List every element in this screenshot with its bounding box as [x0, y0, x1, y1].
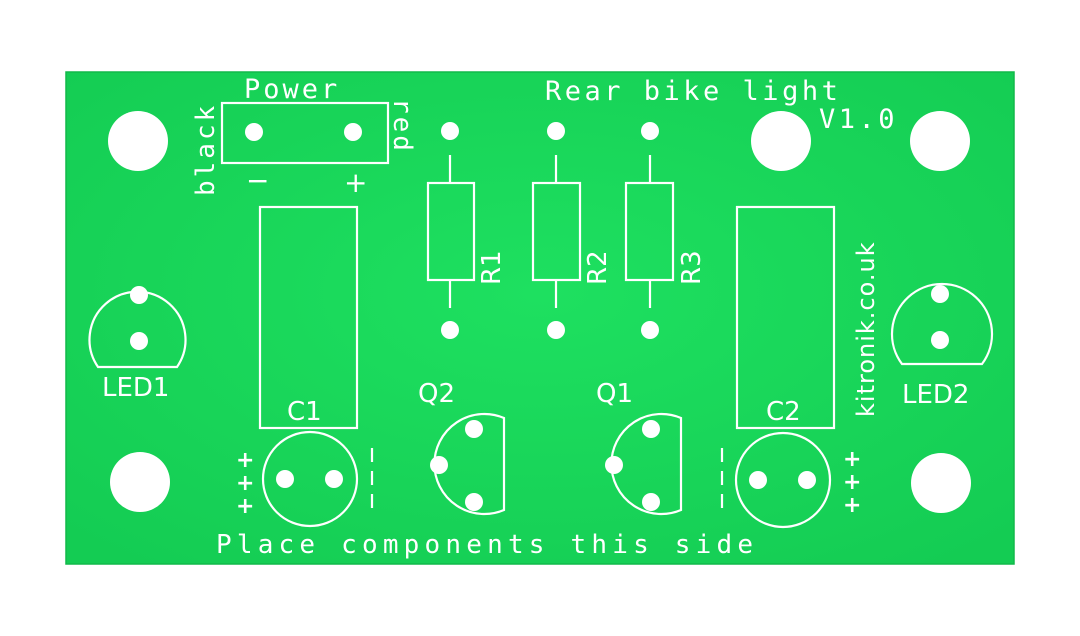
board-title: Rear bike light	[545, 76, 841, 107]
pad-icon	[276, 470, 294, 488]
power-minus-sign: −	[246, 164, 269, 197]
led1-label: LED1	[102, 373, 169, 403]
pad-icon	[130, 332, 148, 350]
mounting-hole-icon	[110, 452, 170, 512]
transistor-q1: Q1	[596, 379, 683, 516]
pad-icon	[605, 456, 623, 474]
c1-plus-1: +	[236, 448, 254, 473]
pad-icon	[245, 123, 263, 141]
pad-icon	[325, 470, 343, 488]
c2-plus-1: +	[843, 447, 861, 472]
pad-icon	[641, 122, 659, 140]
capacitor-c2: C2 + + +	[720, 205, 861, 529]
pad-icon	[642, 493, 660, 511]
c2-plus-2: +	[843, 470, 861, 495]
pad-icon	[441, 321, 459, 339]
c1-plus-3: +	[236, 494, 254, 519]
led1-footprint: LED1	[88, 286, 187, 403]
c1-plus-2: +	[236, 471, 254, 496]
c2-footprint-circle	[734, 431, 832, 529]
pad-icon	[465, 493, 483, 511]
resistor-r1: R1	[426, 122, 507, 339]
mounting-hole-icon	[108, 111, 168, 171]
pad-icon	[798, 471, 816, 489]
website-label: kitronik.co.uk	[852, 241, 880, 417]
q1-label: Q1	[596, 379, 633, 409]
mounting-hole-icon	[751, 111, 811, 171]
r3-label: R3	[677, 250, 707, 285]
power-black-label: black	[191, 103, 221, 196]
c1-footprint-circle	[261, 430, 359, 528]
led2-footprint: LED2	[890, 282, 994, 410]
pad-icon	[130, 286, 148, 304]
pad-icon	[642, 420, 660, 438]
led2-outline	[890, 282, 994, 366]
r2-label: R2	[583, 250, 613, 285]
pad-icon	[547, 122, 565, 140]
power-label: Power	[244, 74, 340, 105]
pcb-substrate	[65, 71, 1015, 565]
c2-body-outline	[735, 205, 836, 430]
c1-label: C1	[287, 397, 322, 427]
pad-icon	[749, 471, 767, 489]
pad-icon	[465, 420, 483, 438]
pad-icon	[641, 321, 659, 339]
board-version: V1.0	[819, 104, 898, 135]
pad-icon	[931, 331, 949, 349]
pad-icon	[344, 123, 362, 141]
mounting-hole-icon	[911, 453, 971, 513]
c2-plus-3: +	[843, 493, 861, 518]
pad-icon	[441, 122, 459, 140]
power-plus-sign: +	[344, 166, 367, 199]
mounting-hole-icon	[910, 111, 970, 171]
c1-body-outline	[258, 205, 359, 430]
c2-label: C2	[766, 397, 801, 427]
capacitor-c1: C1 + + +	[236, 205, 374, 528]
transistor-q2: Q2	[418, 379, 506, 516]
footer-instruction: Place components this side	[216, 530, 758, 560]
power-connector-outline	[220, 101, 390, 165]
pad-icon	[547, 321, 565, 339]
power-red-label: red	[387, 98, 417, 154]
q2-label: Q2	[418, 379, 455, 409]
led2-label: LED2	[902, 380, 969, 410]
pad-icon	[430, 456, 448, 474]
resistor-r3: R3	[624, 122, 707, 339]
r1-label: R1	[477, 250, 507, 285]
resistor-r2: R2	[531, 122, 613, 339]
pad-icon	[931, 285, 949, 303]
